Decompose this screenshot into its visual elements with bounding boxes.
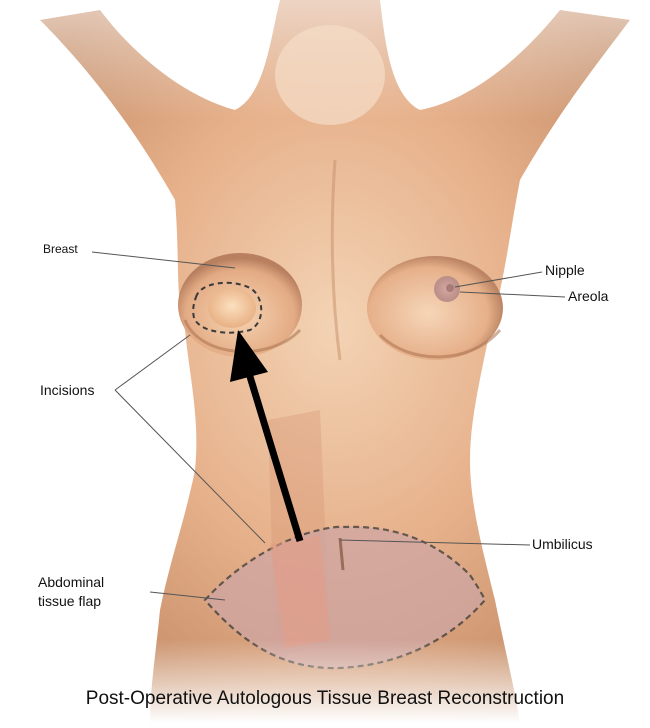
label-areola: Areola: [568, 288, 608, 304]
nipple-mark: [446, 284, 454, 292]
label-flap-line2: tissue flap: [38, 593, 101, 609]
label-breast: Breast: [43, 243, 78, 257]
label-nipple: Nipple: [545, 262, 585, 278]
figure-caption: Post-Operative Autologous Tissue Breast …: [0, 688, 650, 710]
reconstructed-areola: [208, 288, 256, 328]
label-incisions: Incisions: [40, 382, 94, 398]
label-umbilicus: Umbilicus: [532, 536, 593, 552]
label-flap-line1: Abdominal: [38, 574, 104, 590]
